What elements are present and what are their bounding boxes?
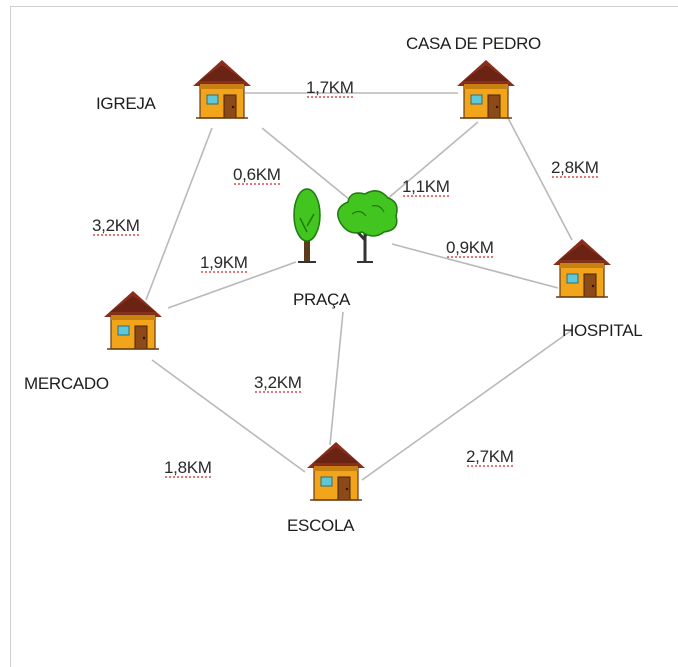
place-label-escola: ESCOLA bbox=[287, 516, 355, 535]
trees-icon bbox=[293, 188, 398, 263]
place-label-casa-de-pedro: CASA DE PEDRO bbox=[406, 34, 541, 53]
distance-label-igreja-mercado: 3,2KM bbox=[92, 216, 140, 237]
edge-casa-hospital bbox=[507, 117, 573, 241]
distance-label-praca-hospital: 0,9KM bbox=[446, 238, 494, 259]
house-icon-igreja bbox=[192, 59, 252, 119]
distance-label-casa-hospital: 2,8KM bbox=[551, 158, 599, 179]
distance-label-igreja-casa: 1,7KM bbox=[306, 78, 354, 99]
distance-label-escola-hospital: 2,7KM bbox=[466, 447, 514, 468]
edge-igreja-mercado bbox=[145, 127, 213, 301]
edge-praca-hospital bbox=[391, 243, 559, 289]
canvas-frame bbox=[10, 6, 678, 667]
edge-casa-praca bbox=[379, 121, 479, 206]
place-label-praca: PRAÇA bbox=[293, 290, 351, 309]
distance-label-mercado-escola: 1,8KM bbox=[164, 458, 212, 479]
edges bbox=[145, 92, 573, 481]
house-icon-casa-de-pedro bbox=[456, 59, 516, 119]
edge-escola-hospital bbox=[361, 329, 573, 481]
edge-mercado-escola bbox=[151, 359, 306, 473]
place-label-igreja: IGREJA bbox=[96, 94, 156, 113]
distance-label-mercado-praca: 1,9KM bbox=[200, 253, 248, 274]
house-icon-mercado bbox=[103, 290, 163, 350]
distance-label-igreja-praca: 0,6KM bbox=[233, 165, 281, 186]
distance-label-praca-escola: 3,2KM bbox=[254, 373, 302, 394]
house-icon-escola bbox=[306, 441, 366, 501]
place-label-mercado: MERCADO bbox=[24, 374, 109, 393]
edge-praca-escola bbox=[329, 311, 344, 446]
edge-mercado-praca bbox=[167, 261, 297, 309]
place-label-hospital: HOSPITAL bbox=[562, 321, 643, 340]
distance-label-casa-praca: 1,1KM bbox=[402, 177, 450, 198]
edge-igreja-praca bbox=[261, 127, 351, 201]
house-icon-hospital bbox=[552, 238, 612, 298]
